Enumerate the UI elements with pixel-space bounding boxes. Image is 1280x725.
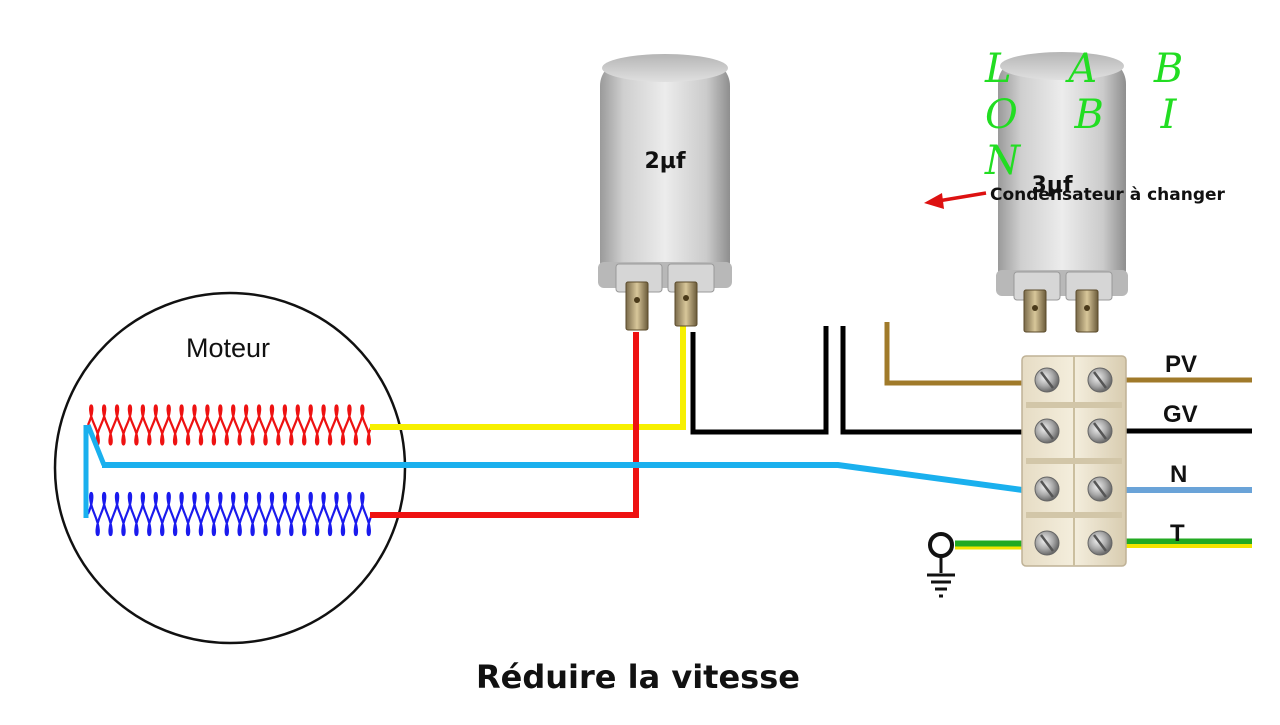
terminal-screw [1087, 418, 1113, 444]
terminal-label-n: N [1170, 461, 1187, 488]
terminal-screw [1087, 476, 1113, 502]
capacitor-icon [598, 54, 732, 331]
black-wire-gv [840, 326, 1030, 435]
common-wire [102, 462, 1031, 494]
yellow-wire [370, 322, 686, 430]
terminal-screw [1034, 476, 1060, 502]
capacitor-main-label: 2µf [644, 149, 685, 174]
motor-coil-icon [86, 404, 374, 446]
brand-logo: L A B O B I N [985, 46, 1206, 184]
terminal-block-icon [1021, 355, 1127, 567]
terminal-screw [1087, 530, 1113, 556]
diagram-caption: Réduire la vitesse [476, 658, 800, 696]
terminal-label-pv: PV [1165, 351, 1197, 378]
brown-wire-pv [884, 322, 1030, 386]
common-link [85, 424, 107, 466]
capacitor-icon [996, 52, 1128, 333]
motor-label: Moteur [186, 333, 270, 363]
terminal-screw [1034, 530, 1060, 556]
motor-coil-icon [86, 492, 374, 536]
terminal-screw [1034, 418, 1060, 444]
terminal-screw [1087, 367, 1113, 393]
terminal-label-gv: GV [1163, 401, 1198, 428]
terminal-screw [1034, 367, 1060, 393]
black-wire-capacitor [690, 326, 829, 435]
capacitor-replace-label: 3µf [1031, 173, 1072, 198]
red-wire [370, 332, 639, 518]
ground-icon [927, 532, 955, 598]
terminal-label-t: T [1170, 520, 1185, 547]
replace-note: Condensateur à changer [990, 185, 1226, 205]
arrow-left-icon [924, 191, 987, 209]
